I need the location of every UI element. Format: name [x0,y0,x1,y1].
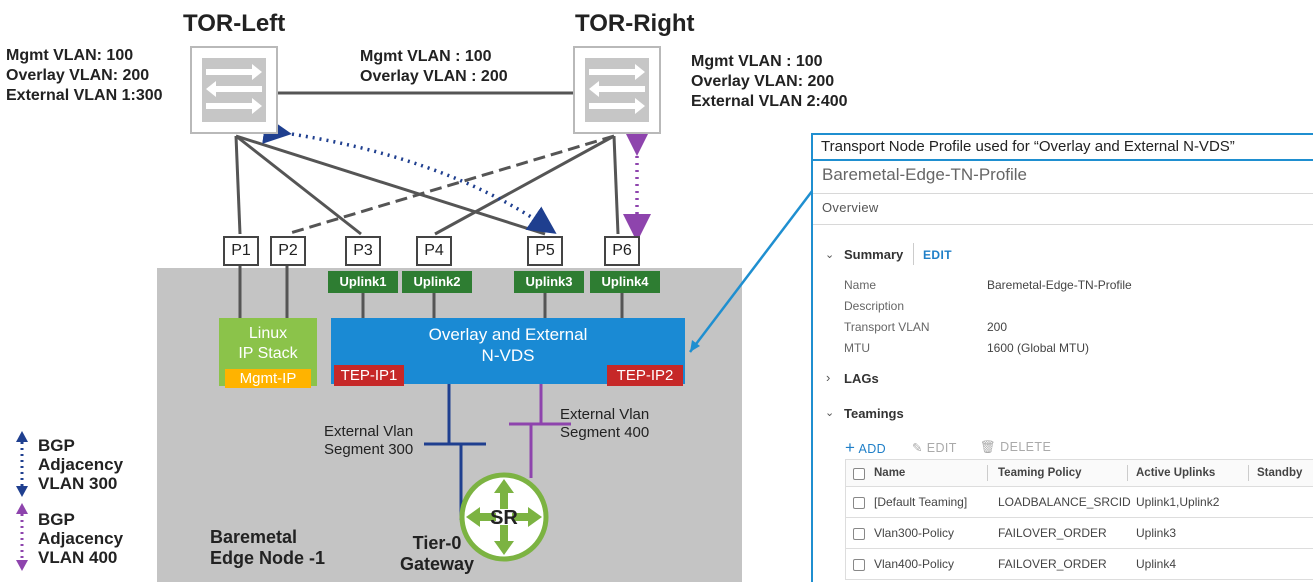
callout-line [689,177,823,353]
link-torright-p6 [612,135,620,235]
row-checkbox[interactable] [853,497,865,509]
tor-left-switch-icon [190,46,278,134]
interconnect-vlans: Mgmt VLAN : 100 Overlay VLAN : 200 [360,48,508,85]
panel-body [813,159,1313,583]
uplink-1: Uplink1 [328,271,398,293]
add-teaming-button[interactable]: + ADD [845,438,887,457]
tor-right-vlans: Mgmt VLAN : 100 Overlay VLAN: 200 Extern… [691,53,848,110]
row-checkbox[interactable] [853,528,865,540]
kv-key: Description [844,299,905,313]
row-checkbox[interactable] [853,559,865,571]
edge-node-label: Baremetal Edge Node -1 [210,527,326,568]
tier0-gateway-label: Tier-0 Gateway [400,533,475,574]
table-cell: FAILOVER_ORDER [998,526,1107,540]
kv-value: 200 [987,320,1008,334]
legend-bgp-vlan300: BGP Adjacency VLAN 300 [38,436,124,493]
kv-key: Name [844,278,877,292]
table-row[interactable] [845,549,1313,580]
legend-bgp-vlan400: BGP Adjacency VLAN 400 [38,510,124,567]
bgp-vlan300-dotted [262,116,557,234]
port-p6: P6 [604,236,640,266]
tep-ip1-badge: TEP-IP1 [334,365,404,386]
chevron-down-icon[interactable]: ⌄ [825,407,835,419]
port-p4: P4 [416,236,452,266]
sr-label: SR [490,507,518,529]
link-torright-p2 [286,134,615,236]
port-p3: P3 [345,236,381,266]
table-cell: FAILOVER_ORDER [998,557,1107,571]
port-p5: P5 [527,236,563,266]
table-row[interactable] [845,487,1313,518]
column-header[interactable]: Active Uplinks [1136,467,1216,479]
kv-value: Baremetal-Edge-TN-Profile [987,278,1132,292]
kv-key: Transport VLAN [844,320,930,334]
tor-right-switch-icon [573,46,661,134]
chevron-right-icon[interactable]: › [826,370,831,385]
tab-overview[interactable]: Overview [822,200,879,215]
plus-icon: + [845,438,856,457]
port-p1: P1 [223,236,259,266]
teamings-section-label: Teamings [844,406,904,421]
tor-left-vlans: Mgmt VLAN: 100 Overlay VLAN: 200 Externa… [6,47,163,104]
profile-title: Baremetal-Edge-TN-Profile [822,165,1028,184]
column-header[interactable]: Name [874,467,906,479]
uplink-3: Uplink3 [514,271,584,293]
tep-ip2-badge: TEP-IP2 [607,365,683,386]
delete-teaming-button[interactable]: 🗑 DELETE [980,440,1052,454]
table-cell: [Default Teaming] [874,495,968,509]
tor-right-title: TOR-Right [575,10,695,37]
panel-header: Transport Node Profile used for “Overlay… [821,138,1235,155]
select-all-checkbox[interactable] [853,468,865,480]
kv-key: MTU [844,341,870,355]
mgmt-ip-badge: Mgmt-IP [225,369,311,388]
edit-teaming-button[interactable]: ✎ EDIT [912,441,957,455]
summary-edit-button[interactable]: EDIT [923,248,952,262]
tor-left-title: TOR-Left [183,10,286,37]
table-cell: Uplink4 [1136,557,1177,571]
kv-value: 1600 (Global MTU) [987,341,1090,355]
uplink-4: Uplink4 [590,271,660,293]
port-p2: P2 [270,236,306,266]
table-cell: Vlan300-Policy [874,526,955,540]
chevron-down-icon[interactable]: ⌄ [825,249,835,261]
lags-section-label[interactable]: LAGs [844,371,879,386]
link-torleft-p3 [235,134,362,236]
column-header[interactable]: Standby [1257,467,1303,479]
sr-router-icon: SR [459,472,549,562]
segment-300-label: External Vlan Segment 300 [324,423,414,458]
summary-section-label: Summary [844,247,904,262]
teamings-table: Name Teaming Policy Active Uplinks Stand… [845,459,1313,582]
link-torleft-p5 [235,134,546,236]
table-row[interactable] [845,518,1313,549]
trash-icon: 🗑 [980,440,997,454]
uplink-2: Uplink2 [402,271,472,293]
table-cell: Uplink1,Uplink2 [1136,495,1220,509]
column-header[interactable]: Teaming Policy [998,467,1082,479]
table-cell: Uplink3 [1136,526,1177,540]
link-torright-p4 [434,134,615,236]
segment-400-label: External Vlan Segment 400 [560,406,650,441]
table-cell: LOADBALANCE_SRCID [998,495,1131,509]
link-torleft-p1 [234,135,242,235]
table-cell: Vlan400-Policy [874,557,955,571]
pencil-icon: ✎ [912,441,923,455]
